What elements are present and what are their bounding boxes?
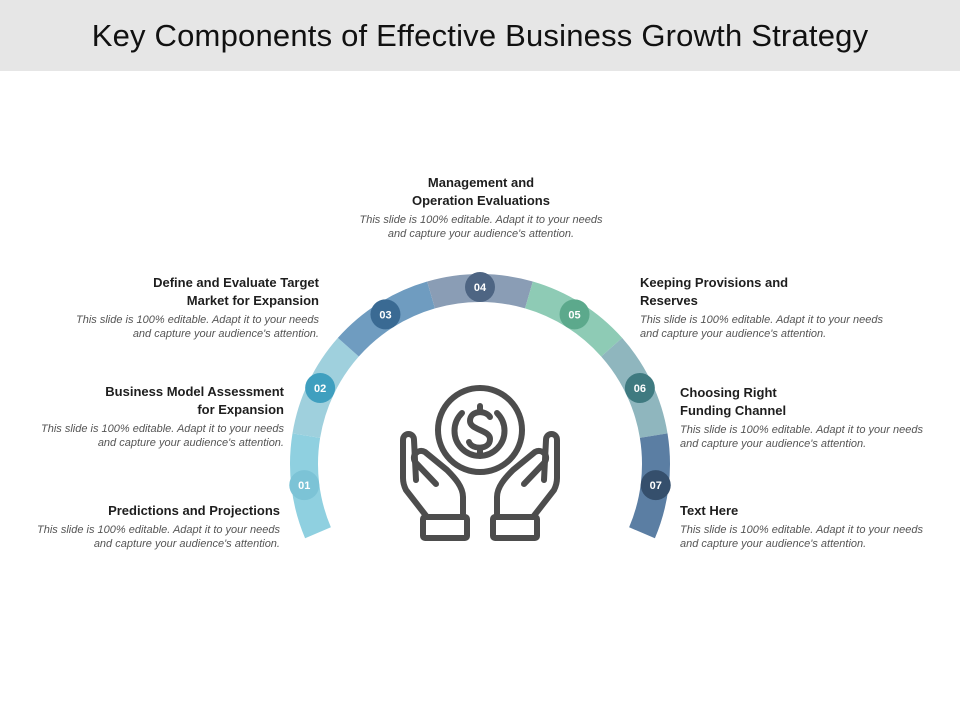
badge-circle-04 bbox=[465, 272, 495, 302]
badge-circle-05 bbox=[559, 299, 590, 330]
item-06: Choosing Right Funding Channel This slid… bbox=[680, 384, 930, 451]
badge-number-06: 06 bbox=[634, 383, 646, 395]
item-05: Keeping Provisions and Reserves This sli… bbox=[640, 274, 890, 341]
item-03-desc: This slide is 100% editable. Adapt it to… bbox=[76, 314, 319, 340]
item-01-title: Predictions and Projections bbox=[108, 503, 280, 518]
item-04-desc: This slide is 100% editable. Adapt it to… bbox=[359, 214, 603, 240]
item-06-title: Choosing Right Funding Channel bbox=[680, 385, 787, 418]
badge-circle-01 bbox=[289, 470, 320, 501]
badge-number-01: 01 bbox=[298, 480, 310, 492]
badge-number-05: 05 bbox=[568, 309, 580, 321]
item-07: Text Here This slide is 100% editable. A… bbox=[680, 502, 930, 551]
item-04-title: Management and Operation Evaluations bbox=[412, 175, 550, 208]
item-03-title: Define and Evaluate Target Market for Ex… bbox=[153, 275, 319, 308]
item-05-title: Keeping Provisions and Reserves bbox=[640, 275, 789, 308]
badge-number-04: 04 bbox=[474, 282, 487, 294]
badge-number-07: 07 bbox=[650, 480, 662, 492]
badge-circle-03 bbox=[370, 299, 401, 330]
badge-circle-02 bbox=[305, 372, 336, 403]
item-03: Define and Evaluate Target Market for Ex… bbox=[75, 274, 319, 341]
item-06-desc: This slide is 100% editable. Adapt it to… bbox=[680, 424, 923, 450]
item-05-desc: This slide is 100% editable. Adapt it to… bbox=[640, 314, 883, 340]
badge-circle-06 bbox=[624, 372, 655, 403]
item-07-title: Text Here bbox=[680, 503, 739, 518]
badge-number-03: 03 bbox=[379, 309, 391, 321]
badge-number-02: 02 bbox=[314, 383, 326, 395]
badge-circle-07 bbox=[640, 470, 671, 501]
item-01-desc: This slide is 100% editable. Adapt it to… bbox=[37, 524, 280, 550]
item-01: Predictions and Projections This slide i… bbox=[30, 502, 280, 551]
arc-badges: 01 02 03 04 05 06 07 bbox=[289, 272, 671, 501]
item-02: Business Model Assessment for Expansion … bbox=[40, 383, 284, 450]
slide-title: Key Components of Effective Business Gro… bbox=[91, 17, 869, 53]
item-07-desc: This slide is 100% editable. Adapt it to… bbox=[680, 524, 923, 550]
hands-holding-dollar-coin-icon bbox=[400, 385, 560, 541]
title-bar: Key Components of Effective Business Gro… bbox=[0, 0, 960, 71]
item-04: Management and Operation Evaluations Thi… bbox=[356, 174, 606, 241]
item-02-desc: This slide is 100% editable. Adapt it to… bbox=[41, 423, 284, 449]
item-02-title: Business Model Assessment for Expansion bbox=[105, 384, 284, 417]
